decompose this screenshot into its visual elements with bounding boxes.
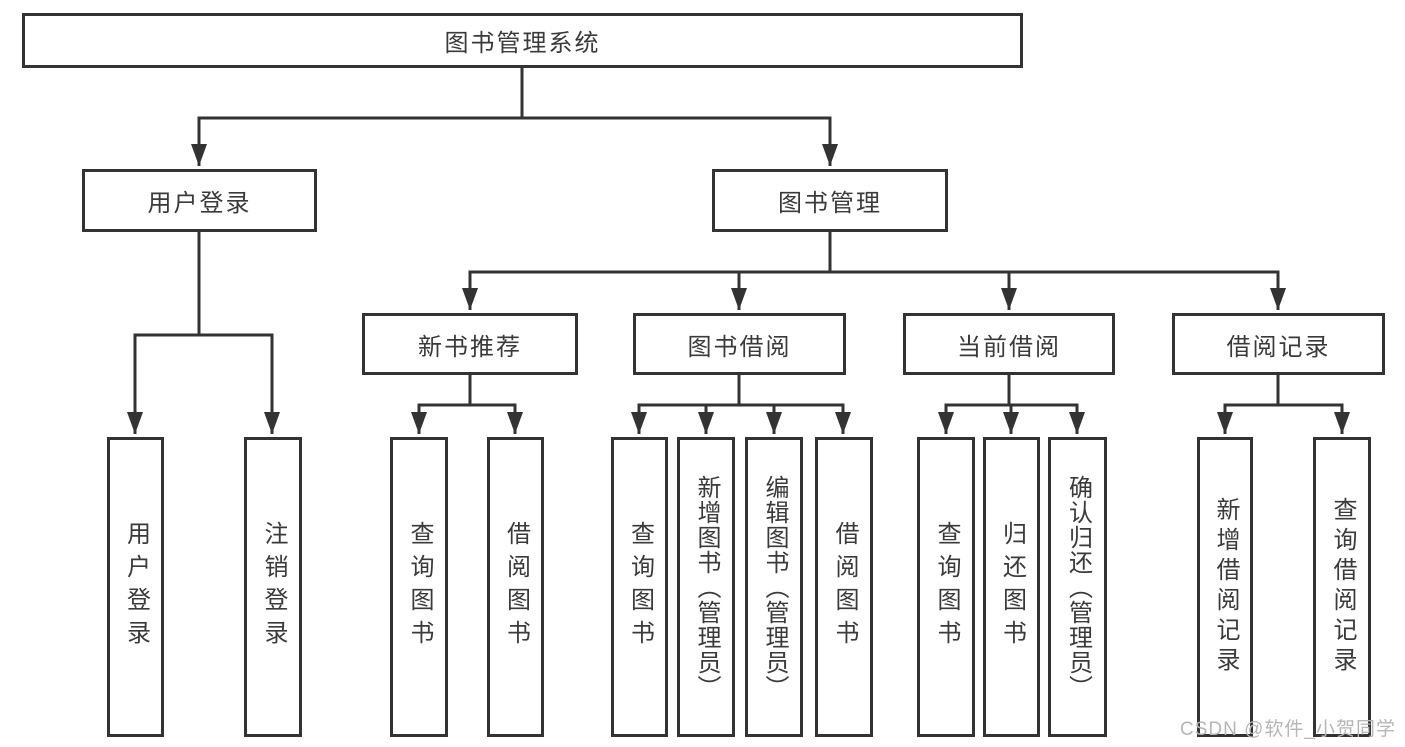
node-label: 借阅记录 xyxy=(1226,333,1331,361)
node-new-book-recommend: 新书推荐 xyxy=(362,313,578,375)
leaf-query-book-recommend: 查询图书 xyxy=(390,437,448,737)
node-book-borrow: 图书借阅 xyxy=(633,313,846,375)
node-label: 当前借阅 xyxy=(957,333,1061,361)
leaf-borrow-book: 借阅图书 xyxy=(815,437,873,737)
node-label: 图书管理系统 xyxy=(444,30,601,57)
node-user-login-group: 用户登录 xyxy=(82,169,317,232)
node-label: 借阅图书 xyxy=(831,521,858,653)
node-current-borrow: 当前借阅 xyxy=(903,313,1115,375)
node-label: 注销登录 xyxy=(260,521,287,653)
node-borrow-records: 借阅记录 xyxy=(1172,313,1385,375)
leaf-confirm-return-admin: 确认归还（管理员） xyxy=(1048,437,1107,737)
leaf-add-book-admin: 新增图书（管理员） xyxy=(677,437,735,737)
leaf-return-book: 归还图书 xyxy=(983,437,1040,737)
node-label: 图书借阅 xyxy=(687,333,792,361)
node-label: 查询图书 xyxy=(626,521,654,653)
leaf-logout: 注销登录 xyxy=(244,437,302,737)
leaf-query-book-current: 查询图书 xyxy=(917,437,975,737)
node-label: 确认归还（管理员） xyxy=(1064,474,1092,700)
leaf-add-borrow-record: 新增借阅记录 xyxy=(1197,437,1253,737)
node-label: 归还图书 xyxy=(998,521,1026,653)
csdn-watermark: CSDN @软件_小贺同学 xyxy=(1180,719,1396,740)
node-label: 新书推荐 xyxy=(418,333,522,361)
node-label: 用户登录 xyxy=(147,190,252,217)
node-label: 查询图书 xyxy=(406,521,433,653)
node-label: 图书管理 xyxy=(778,190,882,217)
leaf-query-book-borrow: 查询图书 xyxy=(611,437,668,737)
node-label: 查询借阅记录 xyxy=(1329,497,1356,677)
node-label: 新增借阅记录 xyxy=(1212,497,1239,677)
node-book-management: 图书管理 xyxy=(712,169,948,232)
node-label: 借阅图书 xyxy=(502,521,530,653)
node-label: 编辑图书（管理员） xyxy=(761,474,788,700)
leaf-query-borrow-record: 查询借阅记录 xyxy=(1313,437,1371,737)
node-label: 新增图书（管理员） xyxy=(693,474,720,700)
leaf-user-login: 用户登录 xyxy=(107,437,164,737)
node-root: 图书管理系统 xyxy=(22,13,1023,68)
leaf-edit-book-admin: 编辑图书（管理员） xyxy=(745,437,803,737)
leaf-borrow-book-recommend: 借阅图书 xyxy=(487,437,544,737)
node-label: 查询图书 xyxy=(933,521,960,653)
node-label: 用户登录 xyxy=(122,521,150,653)
